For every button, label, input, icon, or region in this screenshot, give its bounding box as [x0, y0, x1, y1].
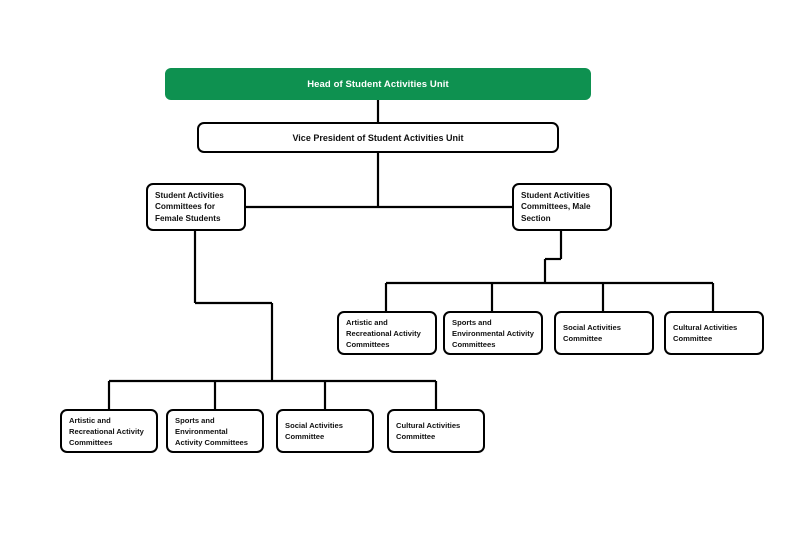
- node-male-cultural-committee[interactable]: Cultural Activities Committee: [664, 311, 764, 355]
- node-label: Head of Student Activities Unit: [307, 78, 449, 90]
- node-vice-president[interactable]: Vice President of Student Activities Uni…: [197, 122, 559, 153]
- node-label: Student Activities Committees for Female…: [155, 190, 224, 223]
- node-label: Sports and Environmental Activity Commit…: [452, 317, 535, 349]
- node-label: Artistic and Recreational Activity Commi…: [346, 317, 421, 349]
- node-female-social-committee[interactable]: Social Activities Committee: [276, 409, 374, 453]
- node-male-artistic-committee[interactable]: Artistic and Recreational Activity Commi…: [337, 311, 437, 355]
- node-label: Cultural Activities Committee: [673, 323, 738, 343]
- node-female-division[interactable]: Student Activities Committees for Female…: [146, 183, 246, 231]
- node-female-artistic-committee[interactable]: Artistic and Recreational Activity Commi…: [60, 409, 158, 453]
- node-male-sports-committee[interactable]: Sports and Environmental Activity Commit…: [443, 311, 543, 355]
- node-label: Cultural Activities Committee: [396, 421, 461, 441]
- node-label: Sports and Environmental Activity Commit…: [175, 415, 249, 447]
- node-male-social-committee[interactable]: Social Activities Committee: [554, 311, 654, 355]
- node-head-of-student-activities-unit[interactable]: Head of Student Activities Unit: [165, 68, 591, 100]
- node-female-sports-committee[interactable]: Sports and Environmental Activity Commit…: [166, 409, 264, 453]
- node-male-division[interactable]: Student Activities Committees, Male Sect…: [512, 183, 612, 231]
- node-label: Social Activities Committee: [563, 323, 621, 343]
- node-label: Artistic and Recreational Activity Commi…: [69, 415, 144, 447]
- node-label: Student Activities Committees, Male Sect…: [521, 190, 591, 223]
- node-label: Vice President of Student Activities Uni…: [292, 132, 464, 143]
- node-label: Social Activities Committee: [285, 421, 343, 441]
- node-female-cultural-committee[interactable]: Cultural Activities Committee: [387, 409, 485, 453]
